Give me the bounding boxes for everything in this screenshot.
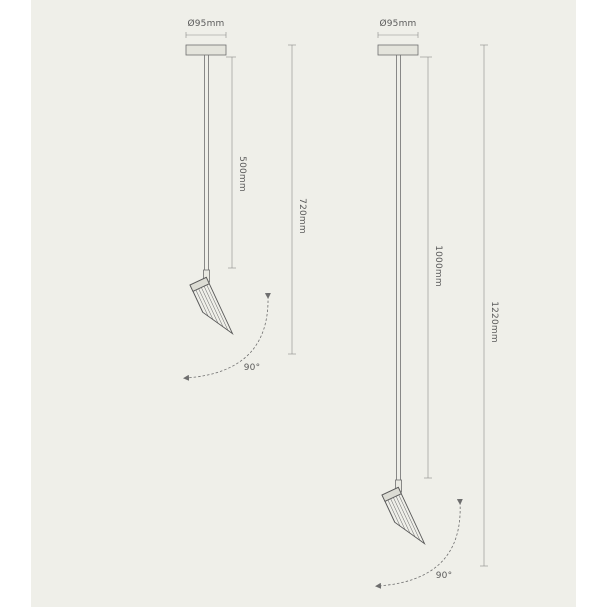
rotation-indicator: 90°	[183, 292, 271, 381]
diameter-dimension: Ø95mm	[185, 18, 227, 38]
diameter-label: Ø95mm	[187, 18, 224, 29]
total-length-label: 720mm	[297, 198, 307, 234]
rotation-indicator: 90°	[375, 498, 463, 589]
rod-length-dimension: 500mm	[226, 56, 247, 269]
drawing-panel	[31, 0, 576, 607]
diameter-dimension: Ø95mm	[377, 18, 419, 38]
pendant-short: Ø95mm 500mm	[183, 18, 307, 381]
lamp-head	[189, 276, 234, 335]
total-length-dimension: 1220mm	[480, 44, 499, 567]
pendant-long: Ø95mm 1000mm	[375, 18, 499, 589]
rotation-arc-arrow	[183, 292, 271, 381]
suspension-rod	[204, 55, 209, 270]
diameter-label: Ø95mm	[379, 18, 416, 29]
suspension-rod	[396, 55, 401, 480]
lamp-head	[381, 486, 426, 545]
rotation-label: 90°	[436, 571, 453, 581]
ceiling-canopy	[185, 44, 227, 56]
rod-length-label: 1000mm	[433, 245, 443, 287]
rod-length-label: 500mm	[237, 156, 247, 192]
total-length-label: 1220mm	[489, 301, 499, 343]
ceiling-canopy	[377, 44, 419, 56]
rotation-arc-arrow	[375, 498, 463, 589]
rod-length-dimension: 1000mm	[420, 56, 443, 479]
rotation-label: 90°	[244, 363, 261, 373]
total-length-dimension: 720mm	[288, 44, 307, 355]
